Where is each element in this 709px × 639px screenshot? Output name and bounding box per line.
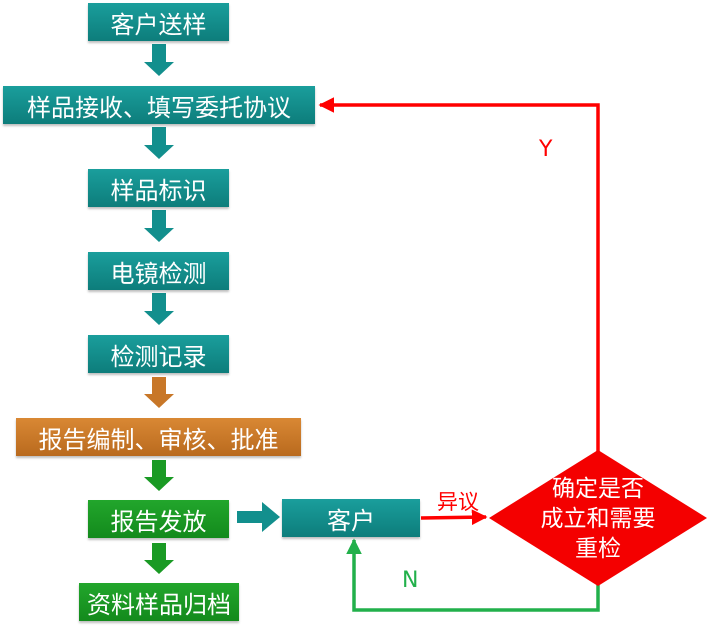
down-arrow-6 xyxy=(144,460,174,491)
down-arrow-1 xyxy=(144,44,174,76)
report-compile-box: 报告编制、审核、批准 xyxy=(16,418,301,456)
test-record-box: 检测记录 xyxy=(88,335,229,373)
report-compile-label: 报告编制、审核、批准 xyxy=(38,425,279,454)
no-loop-arrow xyxy=(346,538,600,612)
report-issue-box: 报告发放 xyxy=(88,500,229,538)
archive-label: 资料样品归档 xyxy=(87,590,231,619)
sample-label-label: 样品标识 xyxy=(110,176,207,205)
sample-receive-box: 样品接收、填写委托协议 xyxy=(3,86,315,124)
customer-box: 客户 xyxy=(282,499,420,537)
yes-loop-arrow xyxy=(318,97,600,452)
customer-label: 客户 xyxy=(327,506,375,535)
sample-label-box: 样品标识 xyxy=(88,169,229,207)
em-test-label: 电镜检测 xyxy=(110,259,207,288)
objection-edge-label: 异议 xyxy=(437,490,479,514)
archive-box: 资料样品归档 xyxy=(79,583,239,621)
yes-edge-label: Y xyxy=(539,137,553,162)
sample-receive-label: 样品接收、填写委托协议 xyxy=(27,93,291,122)
right-arrow-to-customer xyxy=(237,502,280,532)
down-arrow-3 xyxy=(144,210,174,242)
test-record-label: 检测记录 xyxy=(110,342,207,371)
customer-send-label: 客户送样 xyxy=(110,10,207,39)
decision-line-2: 成立和需要 xyxy=(540,506,656,532)
customer-send-box: 客户送样 xyxy=(88,3,229,41)
em-test-box: 电镜检测 xyxy=(88,252,229,290)
down-arrow-5 xyxy=(144,377,174,408)
down-arrow-2 xyxy=(144,127,174,159)
report-issue-label: 报告发放 xyxy=(110,507,207,536)
down-arrow-4 xyxy=(144,293,174,325)
decision-text: 确定是否 成立和需要 重检 xyxy=(518,474,678,564)
decision-line-3: 重检 xyxy=(575,536,621,562)
objection-arrow xyxy=(420,509,488,526)
decision-line-1: 确定是否 xyxy=(552,476,644,502)
no-edge-label: N xyxy=(402,568,419,593)
down-arrow-7 xyxy=(144,543,174,574)
decision-diamond xyxy=(489,450,707,586)
